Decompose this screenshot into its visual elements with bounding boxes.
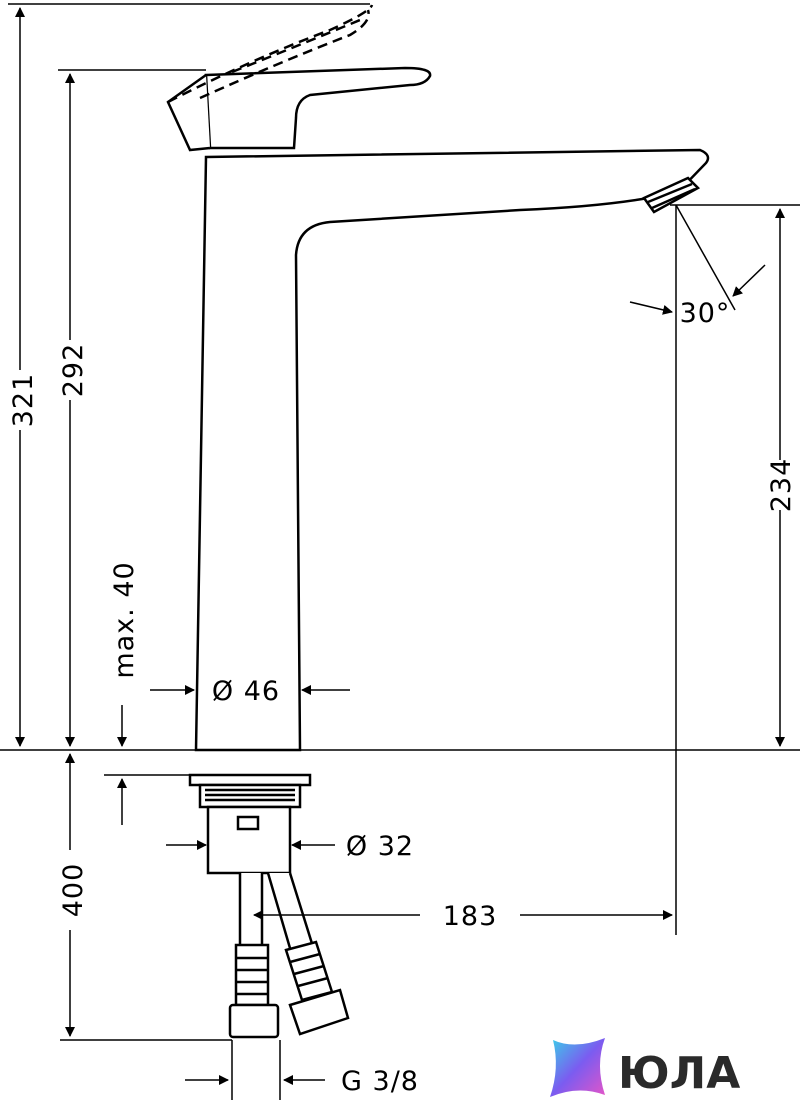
yula-logo: ЮЛА [550,1038,740,1099]
dim-183: 183 [443,901,498,932]
dimension-lines [0,3,800,1100]
lever-handle-raised [167,4,374,104]
lever-handle [166,66,432,152]
dim-diameter-32: Ø 32 [346,831,414,862]
dim-max-40: max. 40 [109,561,140,678]
dimension-arrows [15,6,785,1085]
logo-text: ЮЛА [618,1048,740,1099]
dim-321: 321 [8,373,39,428]
dim-diameter-46: Ø 46 [212,676,280,707]
logo-star-icon [550,1038,605,1097]
faucet-body [194,148,710,752]
dim-234: 234 [766,458,797,513]
dim-400: 400 [58,863,89,918]
aerator [642,176,701,214]
dim-292: 292 [58,343,89,398]
supply-hoses [228,872,350,1039]
mounting-nut [188,773,312,875]
dim-g38: G 3/8 [341,1066,419,1097]
dim-30-degree: 30° [680,298,731,329]
